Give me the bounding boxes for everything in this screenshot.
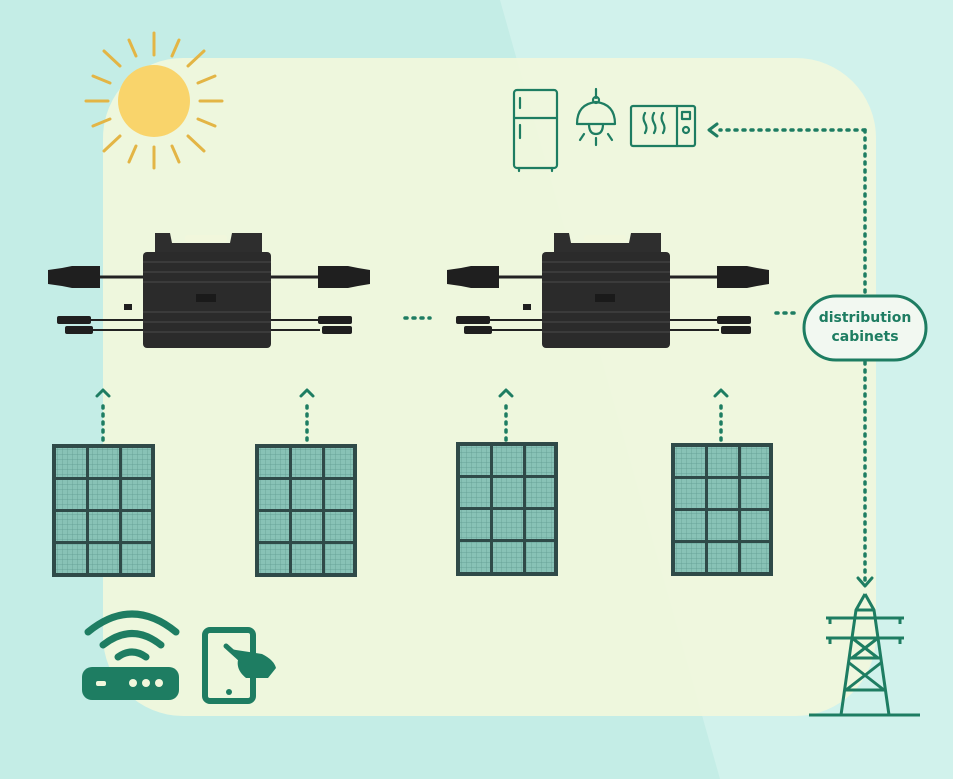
solar-panel-icon <box>671 443 773 576</box>
panel1-arrowhead <box>95 388 111 398</box>
distribution-cabinets-label: distribution cabinets <box>804 296 926 360</box>
solar-panel-icon <box>52 444 155 577</box>
micro-inverter-icon <box>48 233 370 348</box>
tablet-touch-icon <box>202 627 276 704</box>
panel2-arrowhead <box>299 388 315 398</box>
system-area <box>103 58 876 716</box>
cabinet-label-line2: cabinets <box>831 329 899 345</box>
cabinet-label-line1: distribution <box>818 310 912 326</box>
refrigerator-icon <box>512 88 559 173</box>
panel4-arrowhead <box>713 388 729 398</box>
sun-icon <box>84 31 224 170</box>
micro-inverter-icon <box>447 233 769 348</box>
wifi-router-icon <box>82 610 180 700</box>
ceiling-lamp-icon <box>575 87 617 147</box>
solar-panel-icon <box>456 442 558 576</box>
microwave-icon <box>629 104 697 148</box>
grid-arrowhead <box>856 576 874 588</box>
panel3-arrowhead <box>498 388 514 398</box>
distribution-cabinet-box <box>802 294 928 362</box>
transmission-tower-icon <box>809 593 920 717</box>
solar-panel-icon <box>255 444 357 577</box>
appliance-arrowhead <box>707 122 719 138</box>
